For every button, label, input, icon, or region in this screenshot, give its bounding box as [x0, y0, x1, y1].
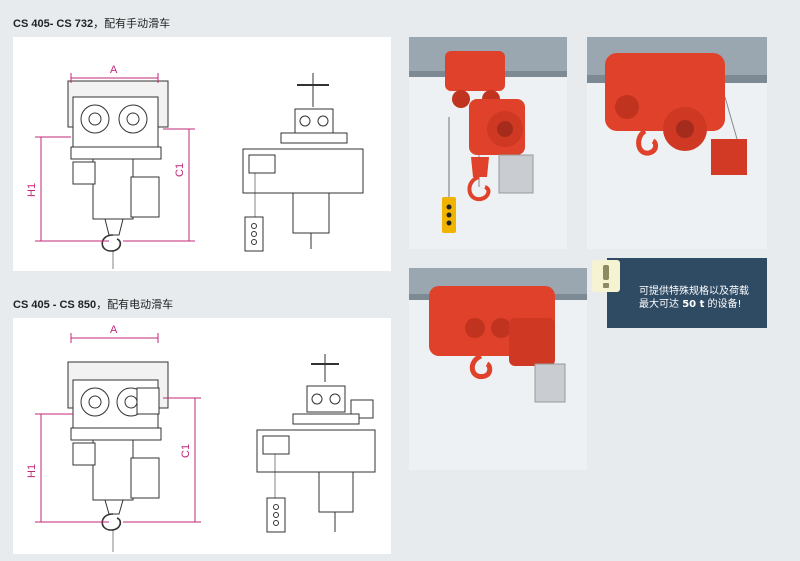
section2-model: CS 405 - CS 850: [13, 299, 97, 311]
exclamation-icon: [592, 260, 620, 292]
photo-electric-trolley-hoist: [409, 268, 587, 470]
section1-caption: ，配有手动滑车: [93, 18, 171, 30]
section1-title: CS 405- CS 732，配有手动滑车: [13, 15, 170, 31]
dim-label-h1: H1: [26, 464, 38, 478]
section2-title: CS 405 - CS 850，配有电动滑车: [13, 296, 173, 312]
technical-drawing-manual: A H1 C1: [26, 64, 364, 269]
technical-drawing-electric: A H1 C1: [26, 324, 376, 552]
max-load-value: 50 t: [682, 299, 705, 310]
notice-line1: 可提供特殊规格以及荷载: [639, 286, 749, 297]
dim-label-c1: C1: [174, 163, 186, 177]
drawing-panel-manual-trolley: A H1 C1: [13, 37, 391, 271]
notice-text: 可提供特殊规格以及荷载 最大可达 50 t 的设备!: [639, 285, 767, 311]
section1-model: CS 405- CS 732: [13, 18, 94, 30]
special-spec-notice: 可提供特殊规格以及荷载 最大可达 50 t 的设备!: [607, 258, 767, 328]
section2-caption: ，配有电动滑车: [96, 299, 174, 311]
dim-label-h1: H1: [26, 183, 38, 197]
dim-label-a: A: [110, 64, 118, 76]
dim-label-a: A: [110, 324, 118, 336]
drawing-panel-electric-trolley: A H1 C1: [13, 318, 391, 554]
photo-trolley-closeup: [587, 37, 767, 249]
dim-label-c1: C1: [180, 444, 192, 458]
dimension-lines-section2: [35, 333, 201, 523]
notice-line2: 最大可达 50 t 的设备!: [639, 299, 742, 310]
dimension-lines-section1: [35, 73, 195, 242]
photo-manual-trolley-hoist: [409, 37, 567, 249]
